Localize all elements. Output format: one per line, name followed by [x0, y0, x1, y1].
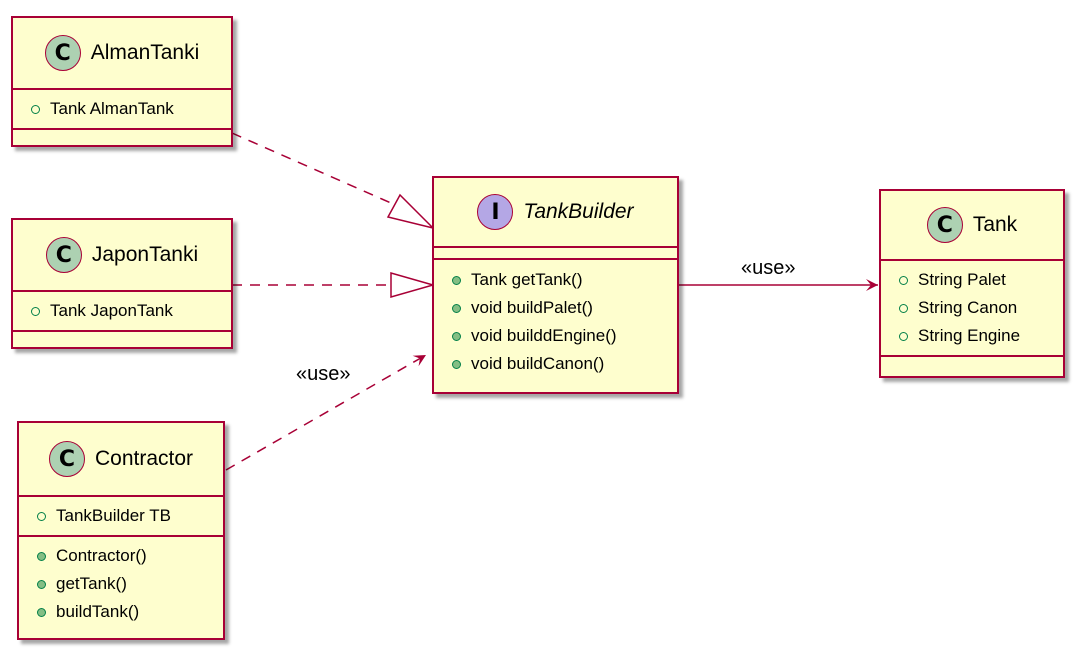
public-method-icon: [37, 551, 46, 561]
public-field-icon: [37, 511, 46, 521]
method-row: void buildPalet(): [452, 294, 677, 322]
method-text: Tank getTank(): [471, 270, 583, 289]
class-name: JaponTanki: [91, 243, 199, 266]
public-method-icon: [37, 579, 46, 589]
field-text: String Palet: [918, 270, 1006, 289]
class-header: C JaponTanki: [13, 220, 231, 292]
dependency-contractor-tankbuilder: [225, 354, 427, 471]
class-c-icon: C: [45, 237, 82, 273]
field-text: String Engine: [918, 326, 1021, 345]
method-text: void buildCanon(): [471, 354, 605, 373]
public-field-icon: [31, 104, 40, 114]
class-name: Tank: [972, 213, 1018, 236]
public-method-icon: [452, 275, 461, 285]
realization-alman-tankbuilder: [231, 132, 401, 208]
field-row: String Palet: [899, 266, 1063, 294]
public-field-icon: [899, 331, 908, 341]
field-text: Tank AlmanTank: [50, 99, 174, 118]
field-row: Tank JaponTank: [31, 297, 231, 325]
method-row: void buildCanon(): [452, 350, 677, 378]
use-label-tankbuilder-tank: «use»: [741, 257, 796, 279]
method-section: [881, 357, 1063, 371]
public-method-icon: [452, 359, 461, 369]
method-text: getTank(): [56, 574, 127, 593]
field-row: String Canon: [899, 294, 1063, 322]
class-header: C Tank: [881, 191, 1063, 261]
interface-i-icon: I: [477, 194, 514, 230]
class-c-icon: C: [48, 441, 85, 477]
method-row: buildTank(): [37, 598, 223, 626]
method-section: Contractor() getTank() buildTank(): [19, 537, 223, 631]
method-text: Contractor(): [56, 546, 147, 565]
field-text: String Canon: [918, 298, 1018, 317]
interface-name: TankBuilder: [523, 200, 634, 223]
method-text: void buildPalet(): [471, 298, 593, 317]
public-field-icon: [31, 306, 40, 316]
interface-tank-builder[interactable]: I TankBuilder Tank getTank() void buildP…: [432, 176, 679, 394]
class-tank[interactable]: C Tank String Palet String Canon String …: [879, 189, 1065, 378]
class-header: C AlmanTanki: [13, 18, 231, 90]
field-section: String Palet String Canon String Engine: [881, 261, 1063, 357]
field-row: TankBuilder TB: [37, 502, 223, 530]
class-name: Contractor: [94, 447, 194, 470]
method-section: Tank getTank() void buildPalet() void bu…: [434, 260, 677, 383]
method-row: Contractor(): [37, 542, 223, 570]
public-method-icon: [452, 331, 461, 341]
realization-arrowhead-japon: [390, 272, 436, 298]
field-text: TankBuilder TB: [56, 506, 171, 525]
public-method-icon: [37, 607, 46, 617]
public-field-icon: [899, 275, 908, 285]
class-header: I TankBuilder: [434, 178, 677, 248]
realization-arrowhead-alman: [386, 193, 436, 230]
method-row: void builddEngine(): [452, 322, 677, 350]
method-section: [13, 130, 231, 144]
method-text: void builddEngine(): [471, 326, 617, 345]
field-row: Tank AlmanTank: [31, 95, 231, 123]
class-c-icon: C: [44, 35, 81, 71]
method-row: Tank getTank(): [452, 266, 677, 294]
method-row: getTank(): [37, 570, 223, 598]
class-c-icon: C: [926, 207, 963, 243]
method-section: [13, 332, 231, 346]
class-alman-tanki[interactable]: C AlmanTanki Tank AlmanTank: [11, 16, 233, 147]
class-name: AlmanTanki: [90, 41, 200, 64]
class-contractor[interactable]: C Contractor TankBuilder TB Contractor()…: [17, 421, 225, 640]
field-text: Tank JaponTank: [50, 301, 173, 320]
field-row: String Engine: [899, 322, 1063, 350]
class-japon-tanki[interactable]: C JaponTanki Tank JaponTank: [11, 218, 233, 349]
field-section: TankBuilder TB: [19, 497, 223, 537]
public-field-icon: [899, 303, 908, 313]
method-text: buildTank(): [56, 602, 140, 621]
field-section: [434, 248, 677, 260]
field-section: Tank JaponTank: [13, 292, 231, 332]
use-label-contractor-tankbuilder: «use»: [296, 363, 351, 385]
field-section: Tank AlmanTank: [13, 90, 231, 130]
public-method-icon: [452, 303, 461, 313]
class-header: C Contractor: [19, 423, 223, 497]
